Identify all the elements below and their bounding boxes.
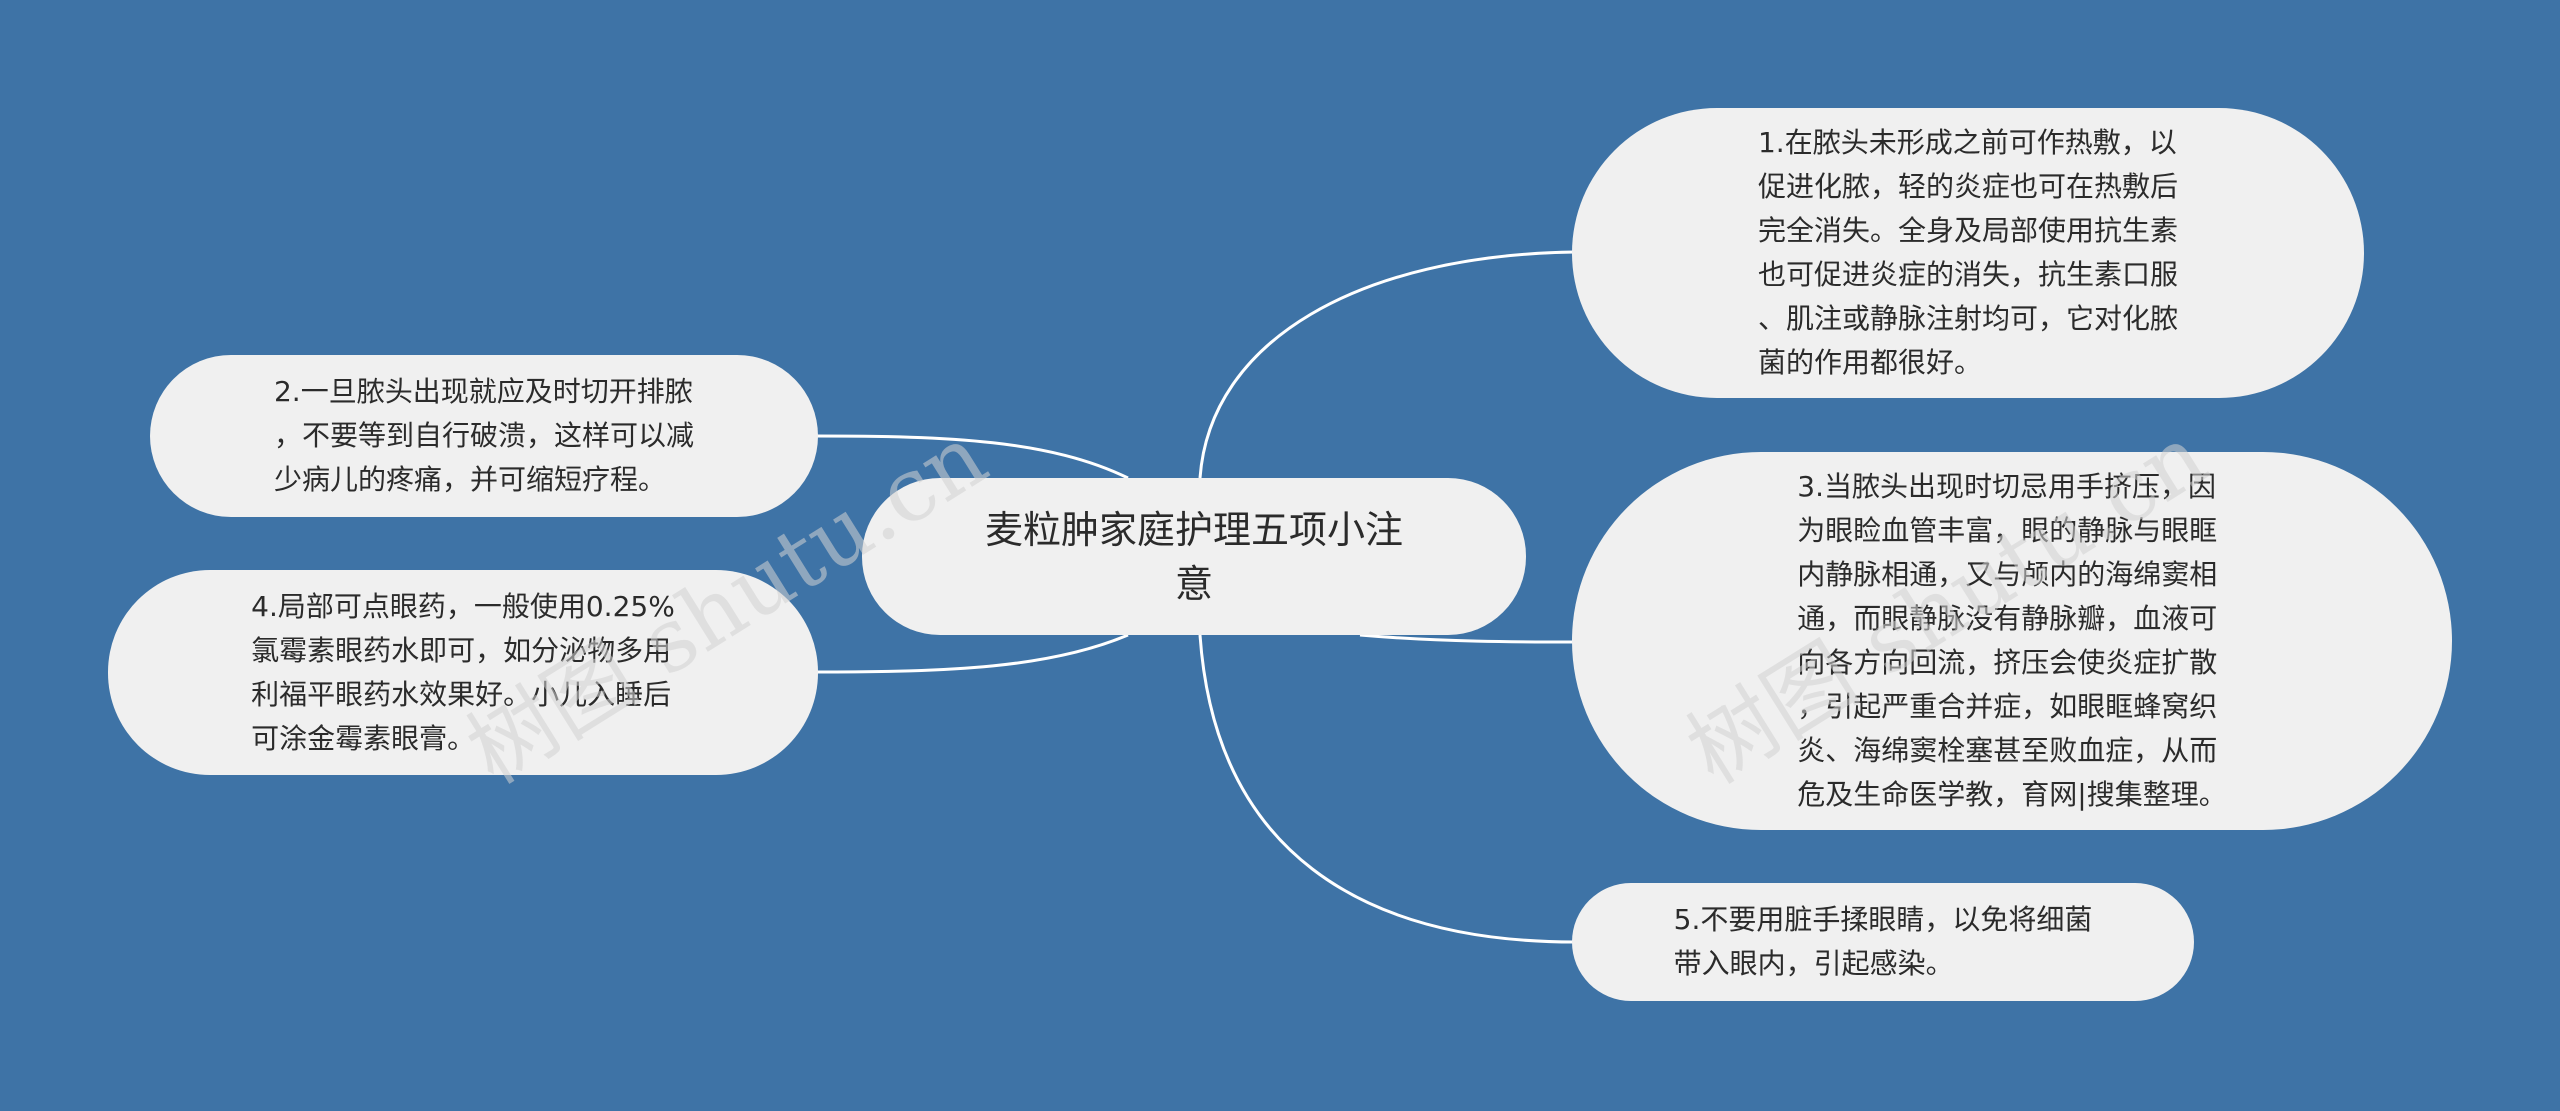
central-topic[interactable]: 麦粒肿家庭护理五项小注 意 — [862, 478, 1526, 635]
topic-node-4[interactable]: 4.局部可点眼药，一般使用0.25% 氯霉素眼药水即可，如分泌物多用 利福平眼药… — [108, 570, 818, 775]
topic-node-2[interactable]: 2.一旦脓头出现就应及时切开排脓 ，不要等到自行破溃，这样可以减 少病儿的疼痛，… — [150, 355, 818, 517]
topic-node-5-text: 5.不要用脏手揉眼睛，以免将细菌 带入眼内，引起感染。 — [1673, 903, 2093, 980]
connector-n3 — [1359, 633, 1576, 644]
topic-node-4-text: 4.局部可点眼药，一般使用0.25% 氯霉素眼药水即可，如分泌物多用 利福平眼药… — [251, 589, 675, 755]
connector-n1 — [1198, 250, 1576, 479]
topic-node-1[interactable]: 1.在脓头未形成之前可作热敷，以 促进化脓，轻的炎症也可在热敷后 完全消失。全身… — [1572, 108, 2364, 398]
connector-n2 — [814, 434, 1129, 480]
topic-node-2-text: 2.一旦脓头出现就应及时切开排脓 ，不要等到自行破溃，这样可以减 少病儿的疼痛，… — [273, 375, 694, 496]
topic-node-5[interactable]: 5.不要用脏手揉眼睛，以免将细菌 带入眼内，引起感染。 — [1572, 883, 2194, 1001]
topic-node-1-text: 1.在脓头未形成之前可作热敷，以 促进化脓，轻的炎症也可在热敷后 完全消失。全身… — [1757, 126, 2178, 379]
topic-node-3[interactable]: 3.当脓头出现时切忌用手挤压，因 为眼睑血管丰富，眼的静脉与眼眶 内静脉相通，又… — [1572, 452, 2452, 830]
topic-node-3-text: 3.当脓头出现时切忌用手挤压，因 为眼睑血管丰富，眼的静脉与眼眶 内静脉相通，又… — [1797, 470, 2227, 811]
connector-n5 — [1198, 634, 1576, 944]
connector-n4 — [814, 633, 1129, 674]
central-topic-text: 麦粒肿家庭护理五项小注 意 — [984, 507, 1403, 606]
